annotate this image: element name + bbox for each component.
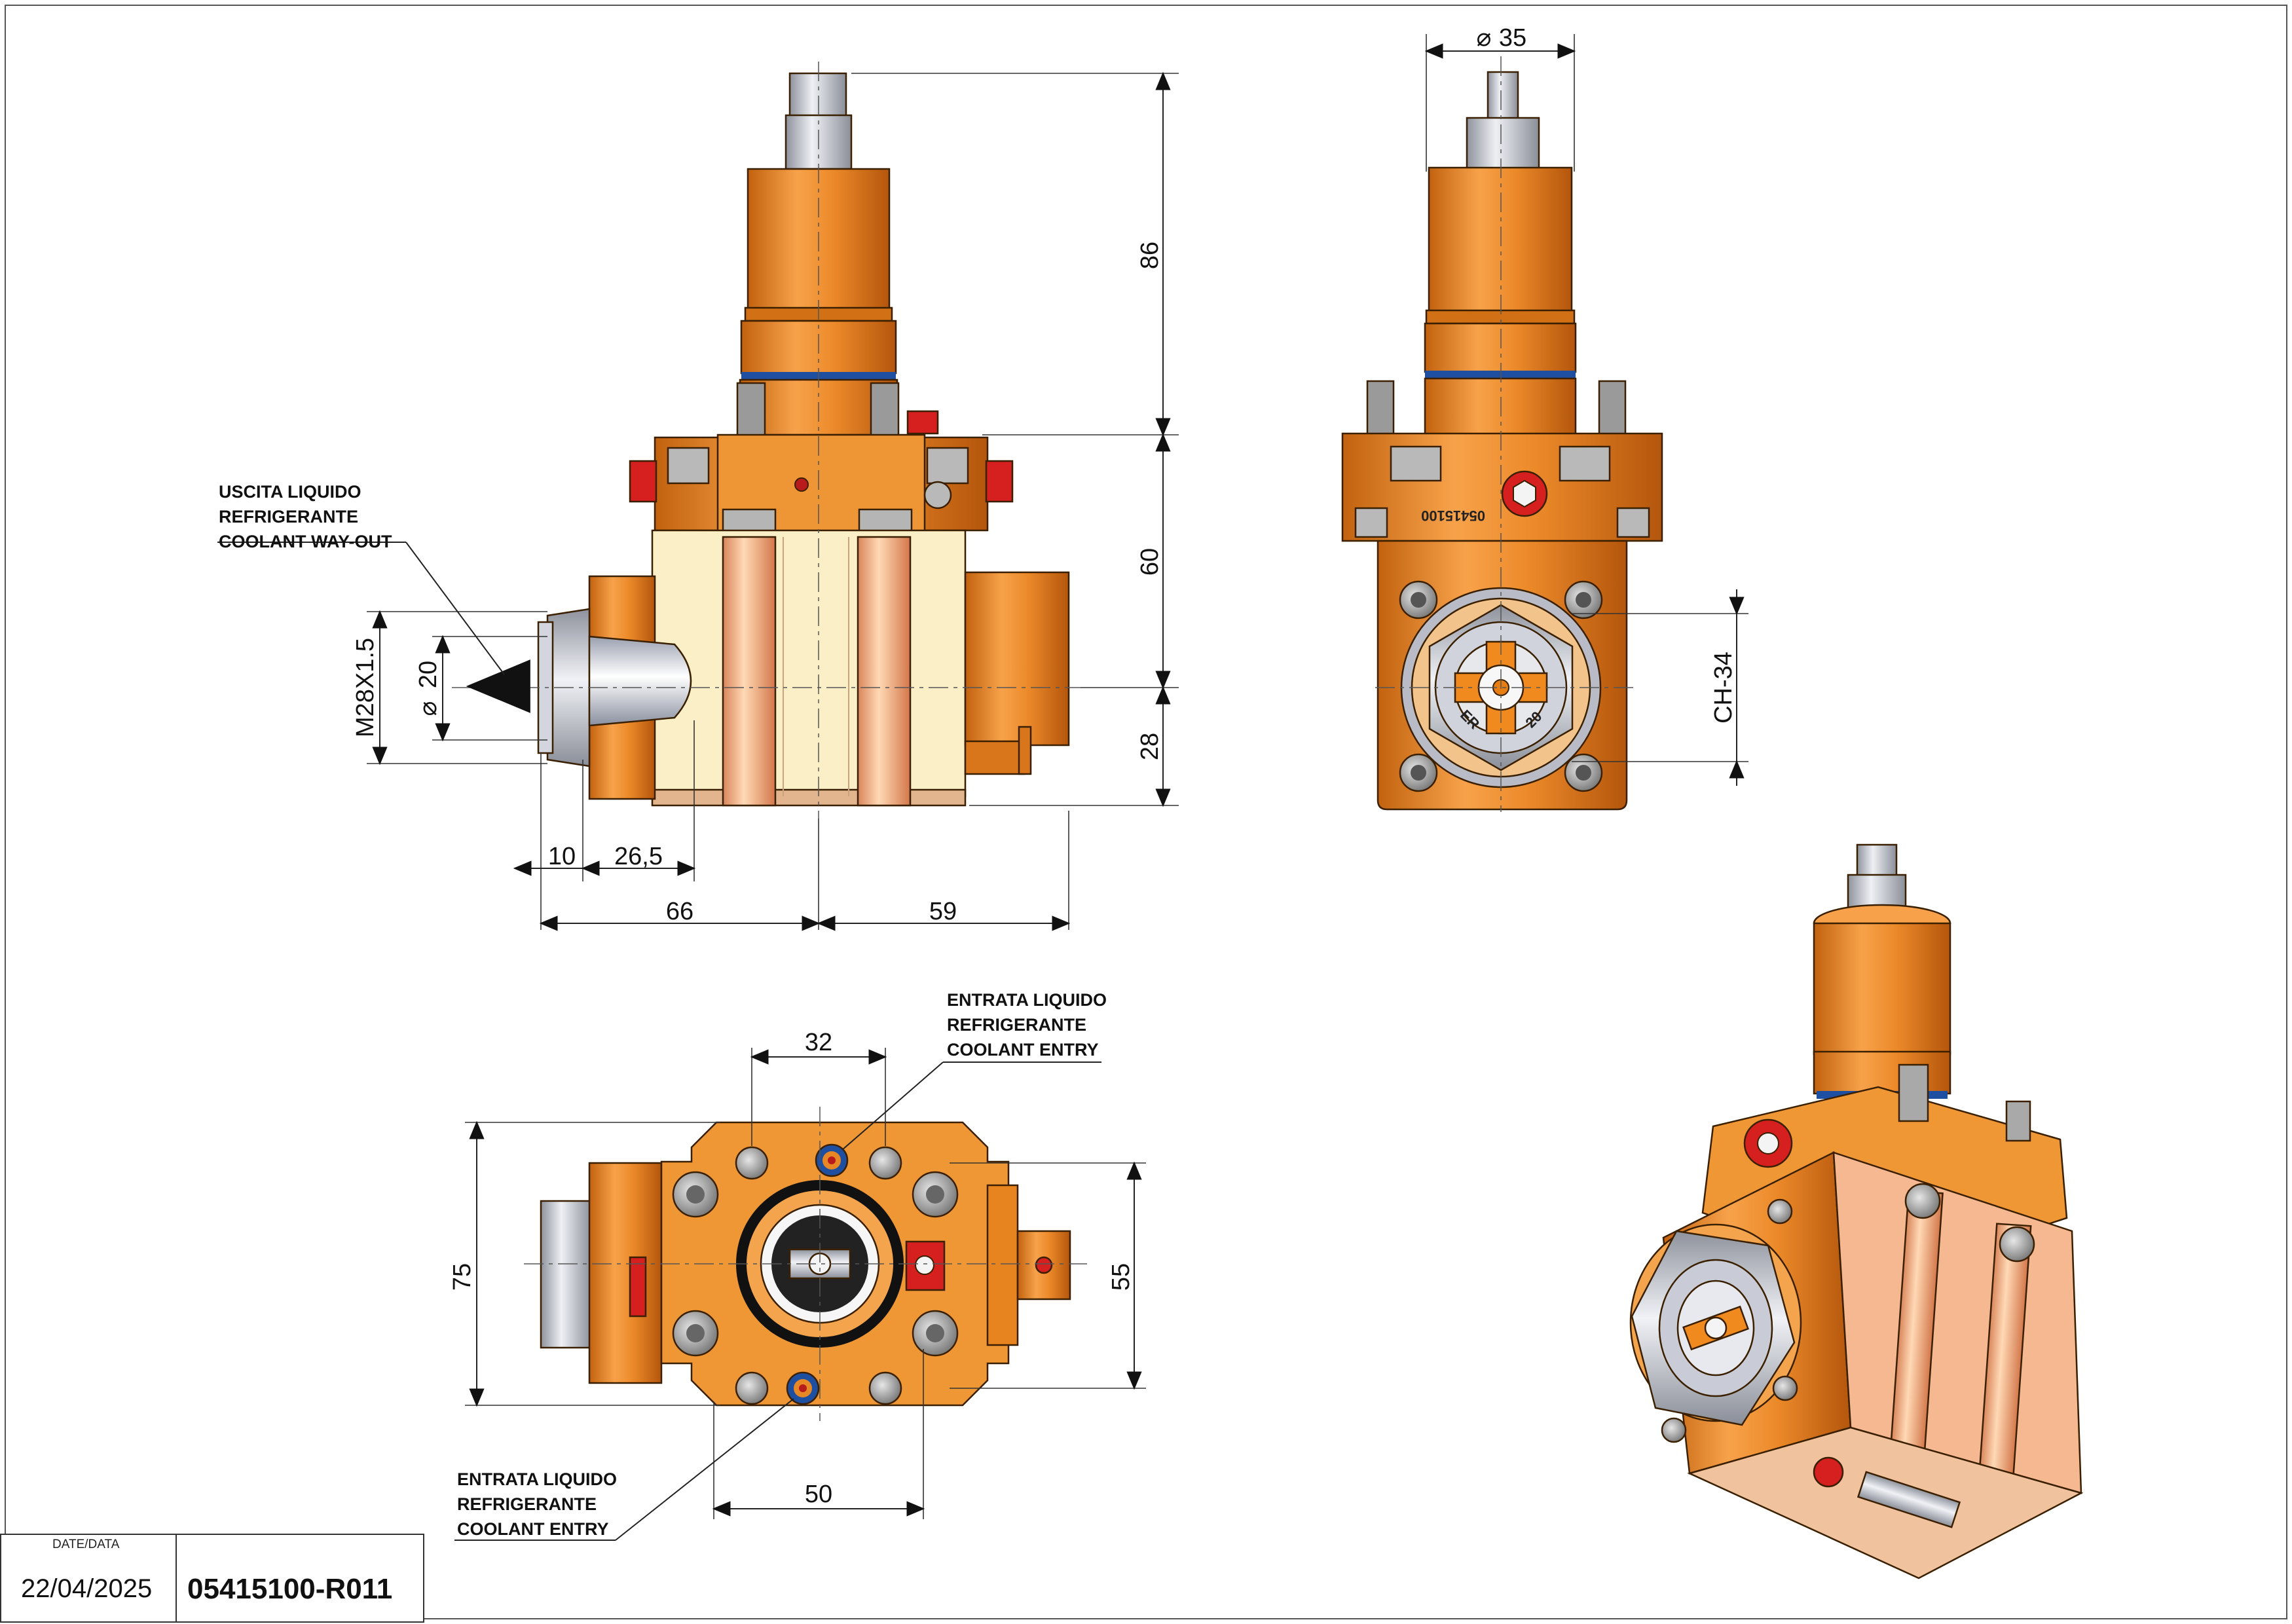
dim-diam-35: 35 (1499, 24, 1526, 52)
note-line: ENTRATA LIQUIDO (947, 990, 1107, 1010)
dim-diam-35-symbol: ⌀ (1477, 24, 1492, 52)
dim-diam-20: 20 (415, 661, 442, 688)
dim-10: 10 (548, 843, 576, 870)
top-small-screw (868, 1146, 902, 1180)
dim-m28x1-5: M28X1.5 (352, 638, 379, 737)
date-value: 22/04/2025 (21, 1574, 153, 1603)
side-view-dimensions: ⌀ 35 CH-34 (1424, 24, 1748, 786)
dim-26-5: 26,5 (614, 843, 663, 870)
isometric-view (1629, 843, 2084, 1579)
date-label: DATE/DATA (52, 1538, 120, 1551)
iso-screw (1904, 1183, 1941, 1219)
note-line: COOLANT WAY-OUT (219, 532, 392, 551)
drawing-code: 05415100-R011 (187, 1573, 393, 1605)
drawing-frame (5, 5, 2287, 1619)
note-coolant-way-out: USCITA LIQUIDO REFRIGERANTE COOLANT WAY-… (219, 482, 392, 551)
dim-ch-34: CH-34 (1710, 652, 1737, 724)
coolant-port-bottom (786, 1371, 820, 1405)
dim-55: 55 (1107, 1263, 1135, 1291)
note-line: ENTRATA LIQUIDO (457, 1469, 617, 1489)
iso-red-plug (1743, 1118, 1793, 1168)
iso-screw (1999, 1226, 2035, 1263)
top-screw (912, 1171, 959, 1218)
dim-66: 66 (666, 898, 693, 925)
dim-86: 86 (1136, 242, 1164, 269)
iso-screw (1767, 1198, 1793, 1225)
body-screw (1564, 580, 1603, 619)
top-small-screw (868, 1371, 902, 1405)
side-view: 05415100 ER 20 (1341, 56, 1663, 812)
iso-screw (1661, 1417, 1687, 1443)
dim-59: 59 (929, 898, 957, 925)
body-screw (1399, 753, 1438, 792)
top-small-screw (735, 1371, 769, 1405)
body-screw (1564, 753, 1603, 792)
note-coolant-entry-bottom: ENTRATA LIQUIDO REFRIGERANTE COOLANT ENT… (457, 1469, 617, 1539)
side-plate-mark: 05415100 (1421, 507, 1485, 524)
coolant-port-top (815, 1143, 849, 1177)
front-view-dimensions: 86 60 28 10 26,5 66 59 M28X1.5 ⌀ 20 (217, 71, 1179, 931)
dim-60: 60 (1136, 548, 1164, 576)
note-line: COOLANT ENTRY (947, 1040, 1099, 1060)
body-screw (1399, 580, 1438, 619)
code-cell: 05415100-R011 (176, 1534, 424, 1623)
iso-screw (1772, 1375, 1798, 1401)
note-line: REFRIGERANTE (219, 507, 358, 526)
top-view (524, 1107, 1087, 1421)
dim-50: 50 (805, 1481, 832, 1508)
note-coolant-entry-top: ENTRATA LIQUIDO REFRIGERANTE COOLANT ENT… (947, 990, 1107, 1060)
top-screw (672, 1171, 719, 1218)
title-block: DATE/DATA 22/04/2025 05415100-R011 (0, 1534, 424, 1623)
dim-diam-20-symbol: ⌀ (415, 701, 442, 716)
note-line: REFRIGERANTE (457, 1494, 597, 1514)
dim-75: 75 (449, 1263, 476, 1291)
top-small-screw (735, 1146, 769, 1180)
date-cell: DATE/DATA 22/04/2025 (0, 1534, 177, 1623)
top-screw (912, 1310, 959, 1357)
note-line: REFRIGERANTE (947, 1015, 1086, 1035)
note-line: USCITA LIQUIDO (219, 482, 361, 502)
front-view (452, 62, 1081, 819)
top-view-dimensions: 32 75 55 50 (449, 1029, 1146, 1541)
note-line: COOLANT ENTRY (457, 1519, 609, 1539)
dim-28: 28 (1136, 733, 1164, 760)
dim-32: 32 (805, 1029, 832, 1056)
top-screw (672, 1310, 719, 1357)
